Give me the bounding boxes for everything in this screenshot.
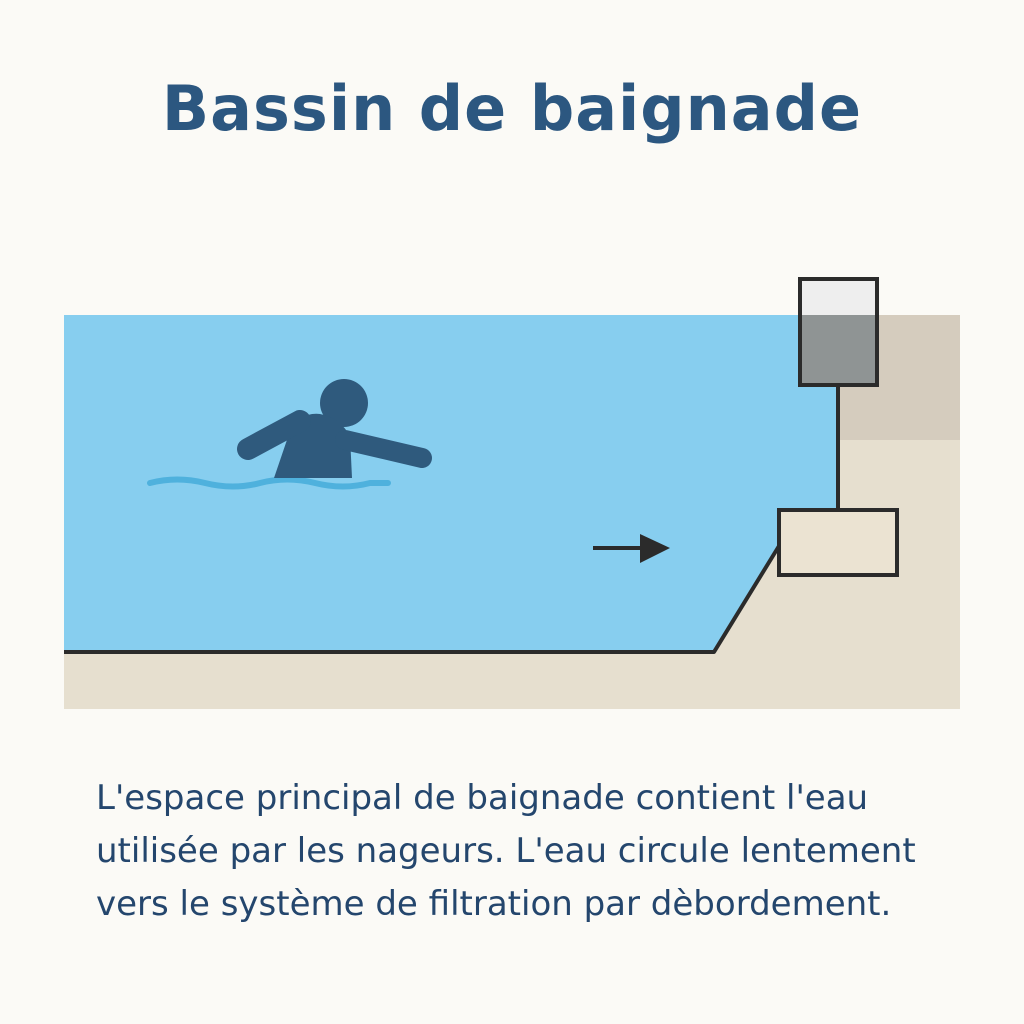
- page-title: Bassin de baignade: [161, 72, 863, 145]
- pool-outline: [64, 544, 781, 654]
- tank-air: [800, 279, 877, 315]
- swimmer-icon: [237, 379, 432, 478]
- overflow-tank: [798, 277, 879, 387]
- tank-frame: [798, 277, 879, 387]
- tank-water: [800, 315, 877, 385]
- pool-water: [64, 315, 838, 652]
- description-caption: L'espace principal de baignade contient …: [96, 778, 916, 924]
- water-surface-wave: [147, 476, 391, 490]
- arrow-right-icon: [593, 534, 670, 563]
- filtration-box: [777, 508, 899, 577]
